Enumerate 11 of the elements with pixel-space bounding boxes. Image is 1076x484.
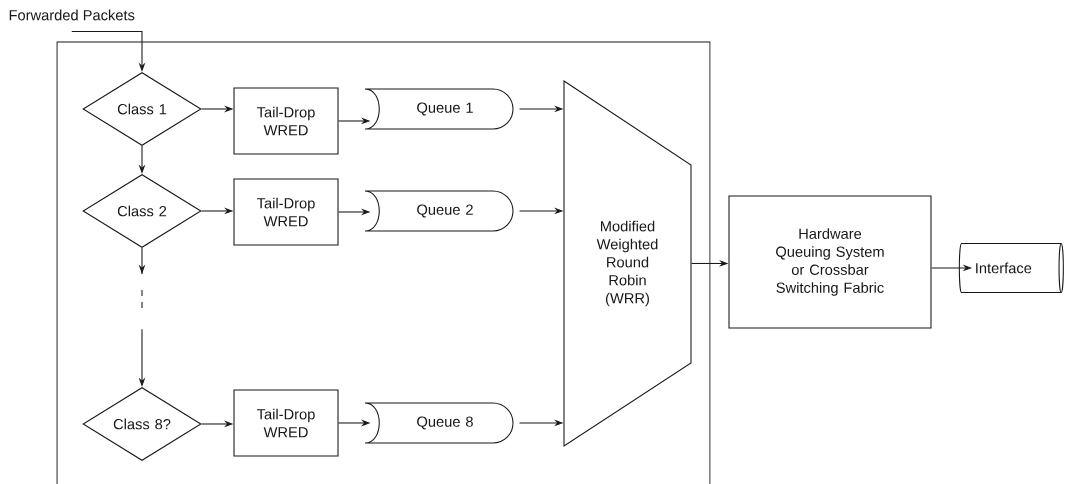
input-label: Forwarded Packets: [9, 9, 135, 21]
process-box: Tail-Drop WRED: [233, 389, 339, 457]
queue-shape: Queue 2: [364, 190, 514, 232]
interface-cylinder: Interface: [958, 242, 1064, 294]
process-box: Tail-Drop WRED: [233, 178, 339, 246]
scheduler-trapezoid: Modified Weighted Round Robin (WRR): [563, 80, 692, 447]
process-box: Hardware Queuing System or Crossbar Switching Fabric: [728, 195, 932, 329]
outer-frame: [56, 41, 711, 484]
process-box: Tail-Drop WRED: [233, 87, 339, 155]
queue-shape: Queue 8: [364, 402, 514, 444]
queue-shape: Queue 1: [364, 88, 514, 130]
